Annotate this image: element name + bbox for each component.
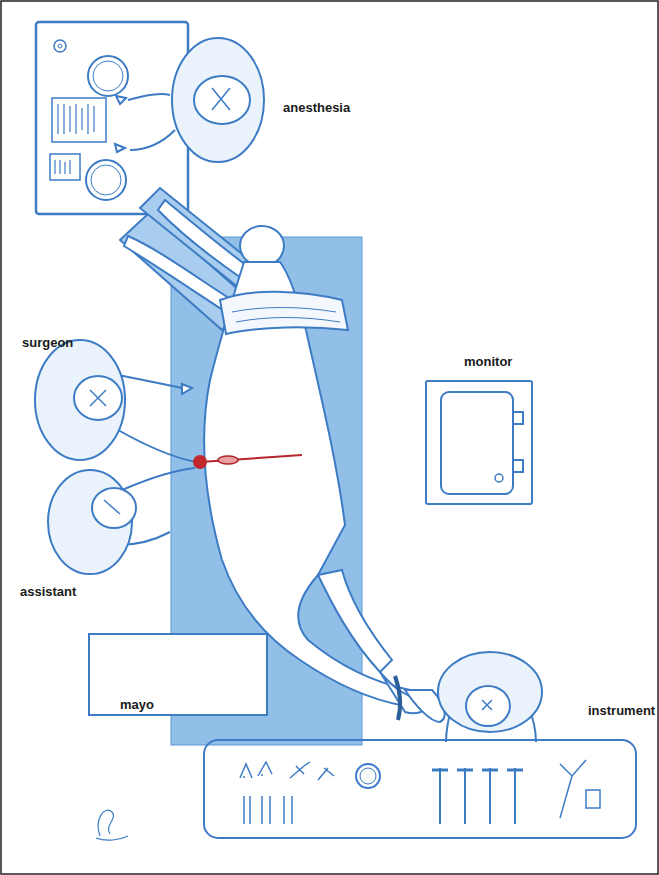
surgeon-figure bbox=[35, 340, 196, 462]
anesthesia-machine-part bbox=[91, 165, 121, 195]
role-label: instrument bbox=[588, 703, 655, 718]
scrub-nurse-figure-part bbox=[482, 700, 492, 710]
monitor-screen bbox=[441, 392, 513, 494]
surgeon-figure-part bbox=[35, 340, 125, 460]
anesthesiologist-figure bbox=[115, 38, 264, 162]
anesthesia-machine bbox=[36, 22, 188, 214]
assistant-figure-part bbox=[104, 500, 120, 514]
monitor-screen bbox=[427, 382, 531, 503]
instrument-table-part bbox=[356, 764, 380, 788]
instrument-table-part bbox=[586, 790, 600, 808]
anesthesia-machine-part bbox=[86, 160, 126, 200]
anesthesia-machine-part bbox=[36, 22, 188, 214]
patient-figure-part bbox=[318, 570, 392, 672]
instrument-table-part bbox=[244, 796, 292, 824]
anesthesia-machine-part bbox=[50, 154, 80, 180]
patient-figure-part bbox=[220, 292, 348, 334]
anesthesia-machine-part bbox=[55, 160, 70, 174]
instrument-table-part bbox=[440, 768, 515, 824]
anesthesia-machine-part bbox=[93, 61, 123, 91]
instrument-table-part bbox=[560, 760, 586, 818]
instrument-table-part bbox=[290, 762, 310, 778]
surgical-instrument-part bbox=[200, 455, 302, 462]
patient-figure-part bbox=[158, 200, 250, 280]
surgical-instrument-part bbox=[218, 456, 238, 464]
patient-figure-part bbox=[240, 226, 284, 266]
patient-figure-part bbox=[395, 676, 400, 720]
role-label: anesthesia bbox=[283, 100, 350, 115]
instrument-table bbox=[204, 740, 636, 838]
scrub-nurse-figure-part bbox=[466, 686, 510, 726]
anesthesiologist-figure-part bbox=[212, 88, 230, 110]
anesthesia-machine-part bbox=[58, 104, 94, 134]
surgeon-figure-part bbox=[118, 375, 196, 462]
anesthesia-machine-part bbox=[88, 56, 128, 96]
instrument-table-part bbox=[360, 768, 376, 784]
node-label: monitor bbox=[464, 354, 512, 369]
instrument-table-part bbox=[432, 769, 523, 772]
surgical-instrument bbox=[193, 455, 302, 469]
anesthesiologist-figure-part bbox=[172, 38, 264, 162]
assistant-figure bbox=[48, 468, 195, 574]
monitor-button bbox=[495, 474, 503, 482]
anesthesiologist-figure-part bbox=[115, 96, 126, 152]
role-label: assistant bbox=[20, 584, 76, 599]
anesthesia-machine-part bbox=[52, 98, 106, 142]
signature-mark bbox=[96, 810, 128, 840]
scrub-nurse-figure bbox=[438, 652, 542, 742]
monitor-box: monitor bbox=[425, 380, 533, 505]
scrub-nurse-figure-part bbox=[438, 652, 542, 732]
instrument-table-part bbox=[318, 768, 334, 780]
anesthesiologist-figure-part bbox=[194, 76, 250, 124]
monitor-handle bbox=[513, 412, 523, 472]
node-label: mayo bbox=[120, 697, 154, 712]
instrument-table-part bbox=[204, 740, 636, 838]
assistant-figure-part bbox=[92, 488, 136, 528]
anesthesia-machine-part bbox=[54, 40, 66, 52]
surgeon-figure-part bbox=[74, 376, 122, 420]
surgeon-figure-part bbox=[90, 390, 106, 406]
anesthesiologist-figure-part bbox=[128, 94, 175, 150]
anesthesia-machine-part bbox=[58, 44, 62, 48]
patient-figure-part bbox=[232, 308, 340, 323]
surgeon-figure-part bbox=[182, 384, 192, 394]
role-label: surgeon bbox=[22, 335, 73, 350]
surgical-instrument-part bbox=[193, 455, 207, 469]
mayo-stand: mayo bbox=[88, 633, 268, 716]
instrument-table-part bbox=[240, 762, 272, 778]
